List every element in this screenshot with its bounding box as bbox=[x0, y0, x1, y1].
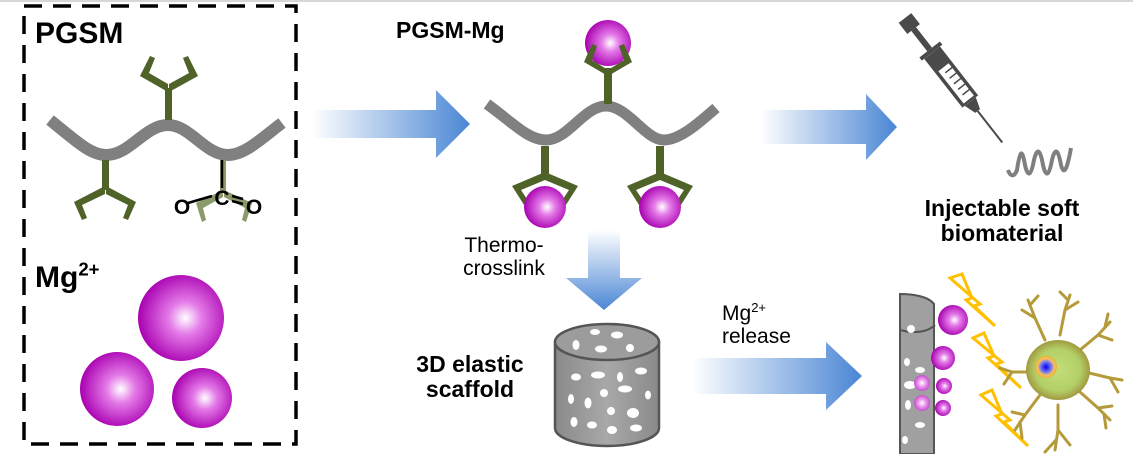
polymer-backbone bbox=[46, 115, 286, 162]
pgsm-label: PGSM bbox=[35, 17, 124, 50]
mg-release-charge: 2+ bbox=[751, 299, 767, 315]
mg-release-label: Mg2+ release bbox=[722, 299, 791, 348]
pgsm-mg-molecule bbox=[483, 20, 720, 228]
thermo-crosslink-line-2: crosslink bbox=[463, 256, 545, 280]
lightning-icon bbox=[978, 387, 1030, 448]
mg-ion-cluster bbox=[80, 275, 232, 428]
injectable-line-2: biomaterial bbox=[940, 219, 1064, 246]
arrow-thermo-crosslink bbox=[566, 230, 642, 310]
top-border bbox=[0, 0, 1133, 2]
carboxyl-oxygen-1: O bbox=[174, 196, 190, 219]
reactant-box-border bbox=[22, 4, 298, 446]
carboxyl-carbon: C bbox=[214, 187, 229, 210]
scaffold-line-2: scaffold bbox=[425, 375, 515, 402]
mg-ion-small bbox=[172, 368, 232, 428]
mg-ion-medium bbox=[80, 352, 154, 426]
released-mg-ion bbox=[936, 378, 952, 394]
injectable-line-1: Injectable soft bbox=[924, 195, 1080, 221]
scaffold-release-icon bbox=[899, 292, 968, 454]
released-mg-ion bbox=[938, 305, 968, 335]
mg-ion-symbol: Mg bbox=[35, 261, 79, 294]
released-mg-ion bbox=[914, 375, 930, 391]
arrow-to-complex bbox=[312, 90, 470, 158]
released-mg-ion bbox=[935, 400, 951, 416]
released-mg-ion bbox=[931, 346, 955, 370]
ligand-top bbox=[140, 56, 198, 120]
scaffold-cylinder-icon bbox=[553, 322, 661, 448]
scaffold-line-1: 3D elastic bbox=[416, 351, 524, 377]
bound-mg-ion-left bbox=[524, 186, 566, 228]
injectable-biomaterial-label: Injectable soft biomaterial bbox=[882, 196, 1122, 246]
carboxyl-oxygen-2: O bbox=[246, 196, 262, 219]
scaffold-pores bbox=[568, 329, 651, 434]
scaffold-label: 3D elastic scaffold bbox=[400, 352, 540, 402]
lightning-icon bbox=[947, 272, 997, 328]
neuron-soma bbox=[1026, 340, 1090, 400]
lightning-icon bbox=[970, 331, 1023, 390]
mg-ion-large bbox=[138, 275, 224, 361]
arrow-mg-release bbox=[692, 342, 862, 410]
neuron-nucleus bbox=[1035, 356, 1057, 378]
mg-ion-label: Mg2+ bbox=[35, 260, 100, 294]
thermo-crosslink-line-1: Thermo- bbox=[464, 234, 544, 257]
mg-ion-charge: 2+ bbox=[78, 258, 100, 280]
neuron-cell-icon bbox=[998, 290, 1124, 454]
lightning-sparks bbox=[947, 272, 1030, 448]
thermo-crosslink-label: Thermo- crosslink bbox=[444, 234, 564, 280]
mg-release-word: release bbox=[722, 324, 791, 348]
ligand-bottom-left bbox=[74, 160, 136, 220]
polymer-backbone-complexed bbox=[483, 99, 720, 146]
released-mg-ion bbox=[914, 395, 930, 411]
pgsm-molecule: O C O bbox=[46, 56, 286, 222]
syringe-icon bbox=[898, 13, 1004, 144]
bound-mg-ion-right bbox=[639, 186, 681, 228]
arrow-to-injectable bbox=[760, 94, 897, 160]
injected-gel-strand bbox=[1006, 147, 1073, 178]
mg-release-ion: Mg bbox=[722, 302, 752, 325]
pgsm-mg-label: PGSM-Mg bbox=[396, 17, 505, 43]
bound-mg-ion-top bbox=[585, 20, 631, 66]
